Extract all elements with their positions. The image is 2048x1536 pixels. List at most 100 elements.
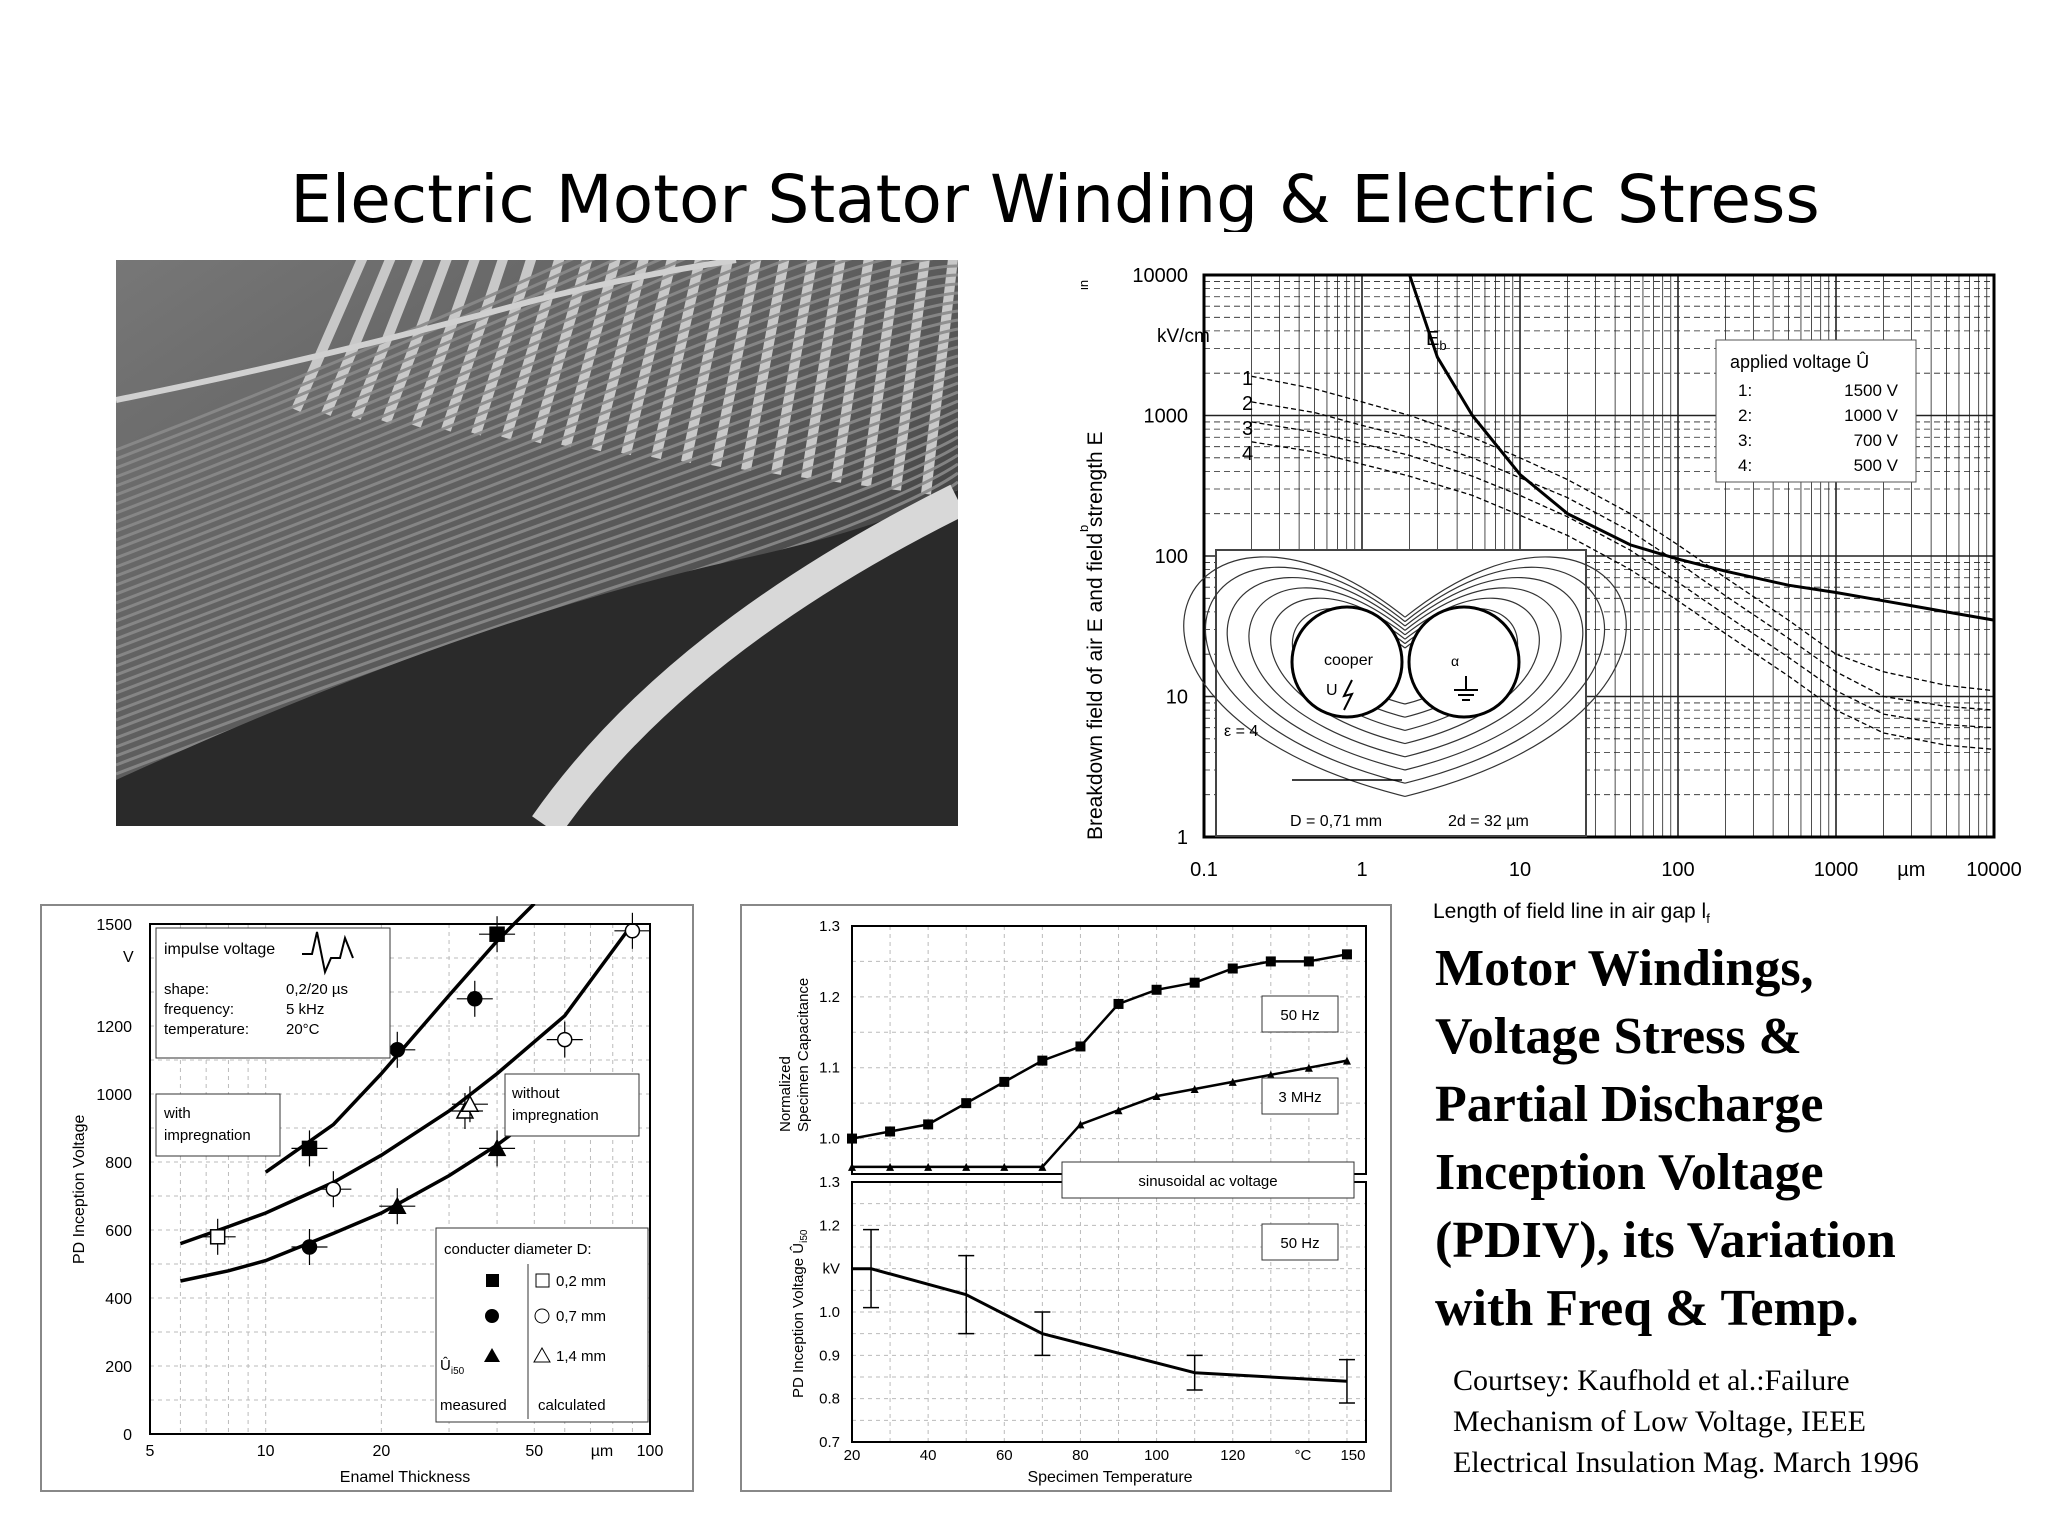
field-curve-2: [1251, 401, 1995, 711]
y-tick-label: 800: [105, 1155, 132, 1172]
x-tick-label: 40: [920, 1447, 937, 1464]
wire-strand: [115, 282, 959, 596]
inset-alpha-label: α: [1451, 653, 1459, 669]
data-point-square: [923, 1119, 934, 1130]
capacitance-y-title-1: Normalized: [777, 1056, 794, 1132]
wire-strand: [115, 453, 959, 767]
field-line: [1404, 566, 1606, 784]
data-point-triangle: [924, 1162, 933, 1171]
x-tick-label: 5: [146, 1443, 155, 1460]
wire-strand: [115, 354, 959, 668]
side-line: Motor Windings,: [1435, 940, 1814, 997]
open-square-icon: [535, 1273, 550, 1288]
x-tick-label: 150: [1340, 1447, 1365, 1464]
filled-triangle-icon: [484, 1348, 500, 1362]
x-tick-label: 120: [1220, 1447, 1245, 1464]
y-tick-label: 400: [105, 1291, 132, 1308]
open-triangle-icon: [533, 1346, 551, 1363]
conductor-diameter-legend: conducter diameter D: 0,2 mm 0,7 mm 1,4 …: [435, 1227, 649, 1423]
info-value: 5 kHz: [286, 1001, 324, 1018]
slide-title: Electric Motor Stator Winding & Electric…: [290, 161, 1820, 232]
legend-value: 1500 V: [1844, 381, 1899, 400]
side-line: (PDIV), its Variation: [1435, 1212, 1896, 1269]
field-line: [1248, 587, 1406, 758]
data-point-circle: [556, 1031, 573, 1048]
y-tick-label: 0.9: [819, 1347, 840, 1364]
y-tick-label: 1.1: [819, 1060, 840, 1077]
info-key: frequency:: [164, 1001, 234, 1018]
info-value: 20°C: [286, 1021, 320, 1038]
data-point-circle: [301, 1239, 318, 1255]
data-point-square: [209, 1229, 226, 1245]
pdiv-y-title: PD Inception Voltage Ûi50: [790, 1229, 810, 1398]
ground-icon: [1454, 676, 1478, 701]
y-tick-label: 1500: [96, 917, 132, 934]
without-impregnation-note: without impregnation: [504, 1073, 640, 1137]
y-tick-label: 1000: [1144, 406, 1189, 428]
filled-square-icon: [486, 1274, 499, 1287]
side-line: Voltage Stress &: [1435, 1008, 1802, 1065]
data-point-square: [1303, 956, 1314, 967]
wire-strand: [115, 399, 959, 713]
y-tick-label: 1.2: [819, 1217, 840, 1234]
y-tick-label: 1.2: [819, 989, 840, 1006]
curve-number: 1: [1242, 368, 1253, 390]
conductor-left: [1290, 605, 1404, 719]
field-curve-3: [1251, 421, 1995, 729]
y-tick-label: kV: [822, 1261, 840, 1278]
data-point-square: [301, 1140, 318, 1157]
curve-number: 3: [1242, 418, 1253, 440]
pdiv-curve: [852, 1267, 1348, 1383]
curve-numbers: 1 2 3 4: [1242, 368, 1253, 465]
legend-title: conducter diameter D:: [444, 1241, 592, 1258]
legend-measured: measured: [440, 1397, 507, 1414]
sinusoidal-note: sinusoidal ac voltage: [1061, 1161, 1355, 1199]
wire-strand: [115, 291, 959, 605]
freq-label: 50 Hz: [1280, 1235, 1319, 1252]
x-tick-label: 1000: [1814, 859, 1859, 881]
wire-strand: [115, 372, 959, 686]
breakdown-x-axis-title: Length of field line in air gap lf: [1433, 900, 1710, 926]
y-tick-label: 1.3: [819, 918, 840, 935]
y-tick-label: 1.0: [819, 1131, 840, 1148]
wire-strand: [115, 417, 959, 731]
data-point-square: [885, 1126, 896, 1137]
breakdown-chart-series: [1251, 274, 1995, 751]
data-point-circle: [624, 923, 641, 939]
credit-text: Courtsey: Kaufhold et al.:Failure Mechan…: [1453, 1360, 2043, 1483]
field-line: [1204, 566, 1406, 784]
note-line: with: [163, 1105, 191, 1122]
x-tick-label: 0.1: [1190, 859, 1218, 881]
wire-strand: [115, 390, 959, 704]
lightning-icon: [1342, 679, 1354, 711]
x-tick-label: 10: [257, 1443, 275, 1460]
y-tick-label: 1200: [96, 1019, 132, 1036]
y-tick-label: 10: [1166, 687, 1188, 709]
curve-number: 4: [1242, 443, 1253, 465]
credit-line: Courtsey: Kaufhold et al.:Failure: [1453, 1364, 1850, 1397]
data-point-triangle: [1000, 1162, 1009, 1171]
legend-value: 1000 V: [1844, 406, 1899, 425]
data-point-triangle: [1266, 1070, 1275, 1079]
slot-stripe: [801, 249, 847, 479]
y-tick-label: 0.7: [819, 1434, 840, 1451]
wire-strand: [115, 300, 959, 614]
x-tick-label: 50: [525, 1443, 543, 1460]
data-point-square: [1037, 1055, 1048, 1066]
label-50hz-bottom: 50 Hz: [1261, 1223, 1339, 1261]
data-point-square: [1341, 949, 1352, 960]
filled-circle-icon: [485, 1309, 499, 1323]
data-point-triangle: [460, 1094, 480, 1112]
enamel-y-axis-title: PD Inception Voltage: [71, 1114, 88, 1264]
x-tick-label: °C: [1294, 1447, 1311, 1464]
x-tick-label: 100: [637, 1443, 664, 1460]
enamel-x-axis-title: Enamel Thickness: [340, 1469, 470, 1486]
inset-d-label: D = 0,71 mm: [1290, 813, 1382, 830]
legend-key: 2:: [1738, 406, 1752, 425]
data-point-square: [489, 926, 505, 942]
data-point-circle: [389, 1042, 406, 1058]
wire-strand: [115, 264, 959, 578]
field-curve-1: [1251, 375, 1995, 692]
